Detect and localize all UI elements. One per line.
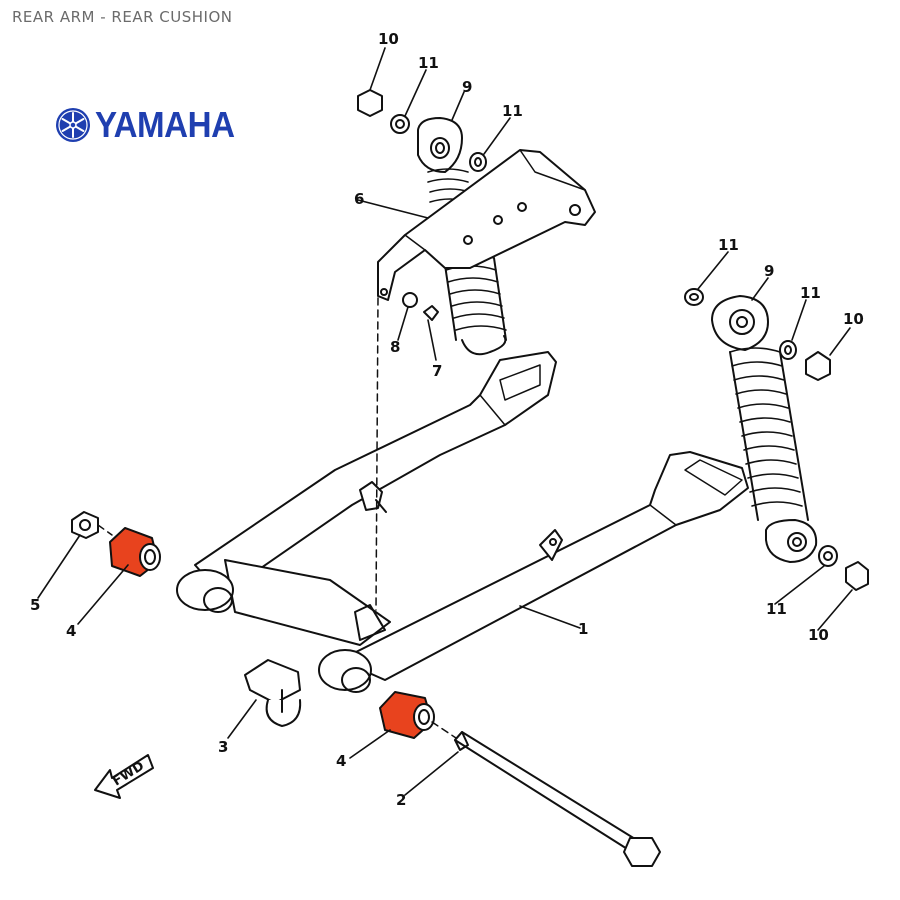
callout-9-upper: 9 [462,78,472,96]
callout-6: 6 [354,190,364,208]
callout-4-lower: 4 [336,752,346,770]
callout-10-right-upper: 10 [843,310,864,328]
tuning-fork-emblem-icon [56,108,90,142]
washer-3 [684,288,704,306]
callout-9-right: 9 [764,262,774,280]
shock-bracket [377,149,596,301]
washer-1 [390,114,410,134]
forward-direction-label: FWD [110,759,147,790]
washer-5 [818,545,838,567]
callout-10-top: 10 [378,30,399,48]
washer-4 [779,340,797,360]
bushing-upper [109,527,161,577]
rear-swing-arm [176,351,749,693]
callout-7: 7 [432,362,442,380]
right-rear-shock-absorber [711,295,818,563]
forward-arrow-icon [94,754,154,799]
callout-8: 8 [390,338,400,356]
callout-11-b: 11 [502,102,523,120]
callout-5: 5 [30,596,40,614]
page-title: REAR ARM - REAR CUSHION [12,8,233,26]
washer-2 [469,152,487,172]
callout-1: 1 [578,620,588,638]
callout-2: 2 [396,791,406,809]
callout-10-right-lower: 10 [808,626,829,644]
nut-right-upper [805,351,831,381]
bushing-lower [379,691,435,739]
callout-3: 3 [218,738,228,756]
callout-4-upper: 4 [66,622,76,640]
pivot-shaft [454,731,661,867]
callout-11-a: 11 [418,54,439,72]
pivot-nut [71,511,99,539]
yamaha-logo: YAMAHA [55,104,247,146]
nut-right-lower [845,561,869,591]
chain-guide-clamp [244,659,302,727]
nut-top-left [357,89,383,117]
callout-11-e: 11 [766,600,787,618]
brand-wordmark: YAMAHA [95,104,235,145]
callout-11-d: 11 [800,284,821,302]
callout-11-c: 11 [718,236,739,254]
